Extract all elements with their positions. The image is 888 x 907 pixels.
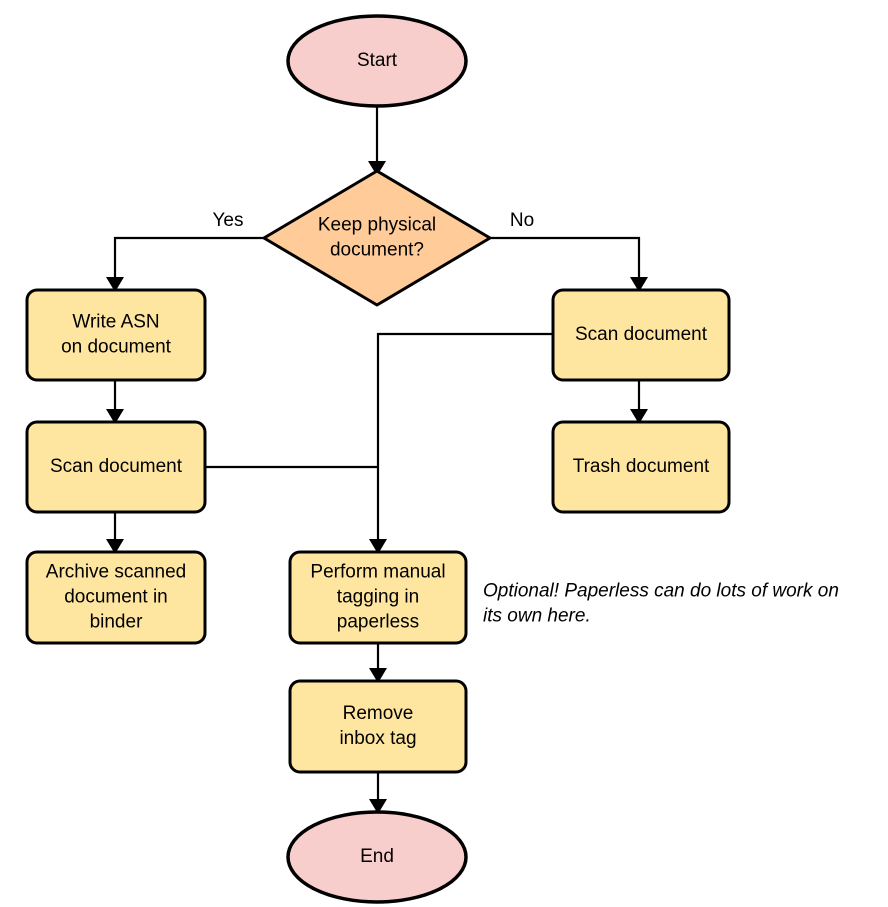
edge-scan-right-to-trash (630, 380, 648, 424)
node-trash-document[interactable]: Trash document (551, 420, 731, 514)
node-shape-process[interactable] (25, 288, 207, 382)
edge-write-asn-to-scan-left (106, 380, 124, 424)
arrowhead-icon (106, 539, 124, 554)
node-shape-process[interactable] (288, 550, 468, 645)
node-shape-process[interactable] (25, 550, 207, 645)
edge-path (490, 236, 641, 284)
arrowhead-icon (369, 799, 387, 814)
edges-layer: Yes No (106, 106, 648, 814)
node-label: Scan document (50, 456, 183, 477)
annotation-text: Optional! Paperless can do lots of work … (483, 581, 839, 627)
node-scan-document-right[interactable]: Scan document (551, 288, 731, 382)
node-end[interactable]: End (286, 810, 468, 904)
node-label: End (360, 846, 394, 867)
edge-label-no: No (510, 210, 534, 231)
node-shape-terminator[interactable] (286, 14, 468, 108)
arrowhead-icon (369, 539, 387, 554)
annotation-optional-note: Optional! Paperless can do lots of work … (483, 581, 839, 627)
edge-decision-yes-to-write-asn: Yes (106, 210, 264, 292)
edge-path (113, 236, 264, 284)
node-label: Scan document (575, 324, 708, 345)
arrowhead-icon (106, 409, 124, 424)
edge-decision-no-to-scan-right: No (490, 210, 648, 292)
node-shape-process[interactable] (25, 420, 207, 514)
annotations-layer: Optional! Paperless can do lots of work … (483, 581, 839, 627)
arrowhead-icon (106, 277, 124, 292)
edge-scan-left-to-archive (106, 512, 124, 554)
edge-path (376, 332, 553, 546)
node-shape-process[interactable] (288, 679, 468, 774)
arrowhead-icon (630, 277, 648, 292)
arrowhead-icon (369, 668, 387, 683)
node-label: Start (357, 50, 398, 71)
node-scan-document-left[interactable]: Scan document (25, 420, 207, 514)
node-shape-process[interactable] (551, 288, 731, 382)
node-shape-decision[interactable] (262, 169, 492, 307)
node-shape-terminator[interactable] (286, 810, 468, 904)
arrowhead-icon (630, 409, 648, 424)
edge-manual-tagging-to-remove-inbox (369, 643, 387, 683)
edge-remove-inbox-to-end (369, 772, 387, 814)
arrowhead-icon (368, 161, 386, 176)
edge-scan-right-to-manual-tagging (369, 332, 553, 554)
edge-label-yes: Yes (213, 210, 244, 231)
edge-start-to-decision (368, 106, 386, 176)
node-start[interactable]: Start (286, 14, 468, 108)
node-shape-process[interactable] (551, 420, 731, 514)
node-label: Trash document (573, 456, 710, 477)
